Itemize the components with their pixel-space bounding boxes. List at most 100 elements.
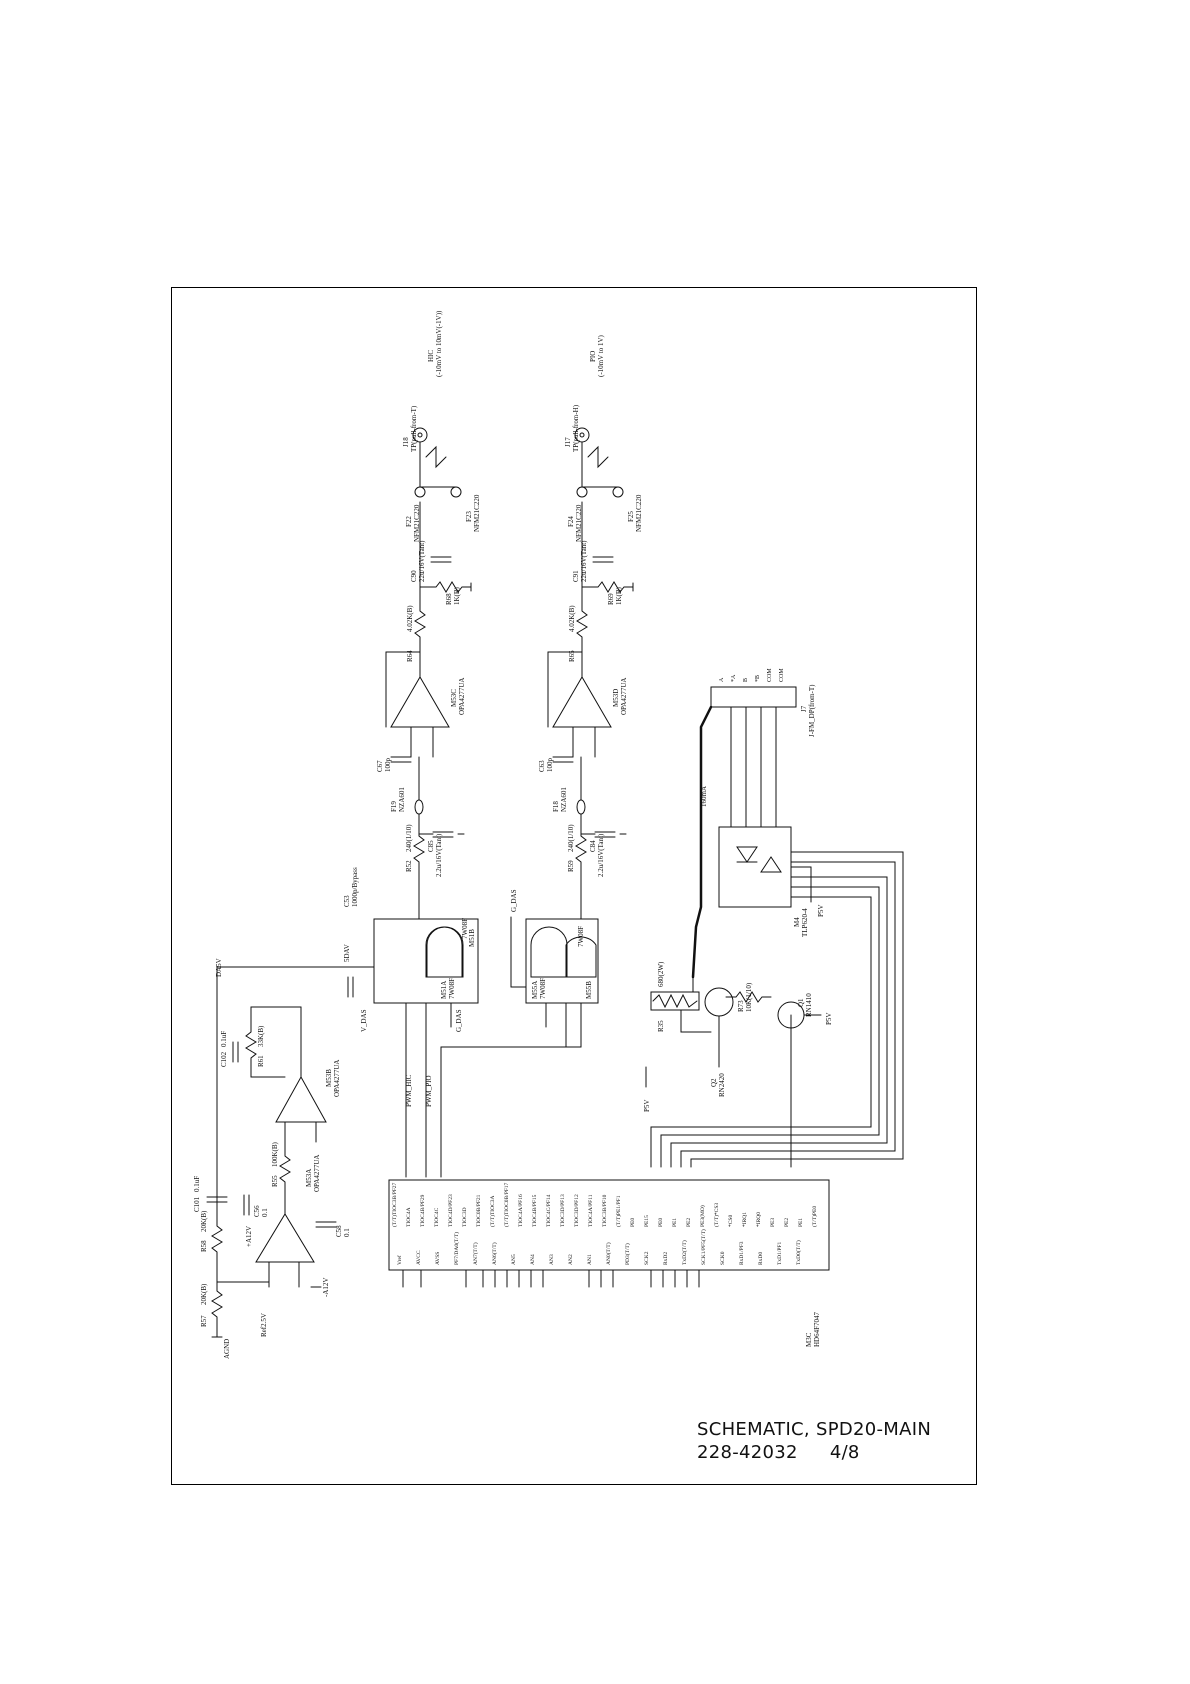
capacitor-c102: [232, 1041, 239, 1063]
c53-ref: C53: [343, 895, 351, 907]
mcu-pin-label: PD3(T/T): [624, 1243, 631, 1265]
capacitor-c67: [390, 756, 412, 763]
net-a12v-p-label: +A12V: [245, 1226, 253, 1247]
mcu-pin-label: TxD1/PF1: [777, 1242, 783, 1265]
net-pwm-pio-label: PWM_PIO: [425, 1075, 433, 1107]
m53c-part: OPA4277UA: [458, 678, 466, 715]
connector-pin-label: *A: [731, 674, 737, 682]
resistor-r65: [576, 586, 588, 658]
f18-val: NZA601: [560, 787, 568, 812]
resistor-r59: [575, 826, 587, 868]
mcu-pin-label: AN2: [568, 1254, 574, 1265]
mcu-pin-label: AN7(T/T): [472, 1242, 479, 1265]
and-gate-m55b: [565, 936, 597, 978]
m55a-ref: M55A: [531, 981, 539, 999]
mcu-pin-label: (T/T)TIOC3A: [489, 1196, 496, 1227]
f23-val: NFM21C220: [473, 494, 481, 532]
f22-val: NFM21C220: [413, 504, 421, 542]
opamp-m53c: [385, 651, 450, 758]
mcu-ref: M3C: [805, 1332, 813, 1347]
opamp-m53d: [547, 651, 612, 758]
mcu-pin-label: (T/T)PE0: [811, 1206, 818, 1227]
c63-ref: C63: [538, 760, 546, 772]
capacitor-c101: [206, 1196, 228, 1203]
capacitor-c84: [580, 831, 616, 838]
opamp-m53a: [255, 1186, 315, 1288]
f19-val: NZA601: [398, 787, 406, 812]
net-gdas2-label: G_DAS: [510, 889, 518, 912]
mcu-pin-label: PF7/DA0(T/T): [453, 1232, 460, 1265]
test-point-j18: [412, 427, 428, 443]
mcu-pin-label: PE3: [770, 1218, 776, 1227]
r55-val: 100K(B): [271, 1141, 279, 1167]
m55b-part: 7W08F: [577, 926, 585, 947]
and-gate-m55a: [530, 926, 568, 978]
connector-pin-label: COM: [767, 668, 773, 682]
r55-ref: R55: [271, 1175, 279, 1187]
m53b-ref: M53B: [325, 1069, 333, 1087]
j17-val: TP(pull-from-H): [572, 404, 580, 452]
net-p5v-c-label: P5V: [817, 905, 825, 917]
mcu-pin-label: TIOC4D/PF23: [448, 1194, 454, 1227]
c67-val: 100p: [384, 758, 392, 773]
r52-val: 240(1/10): [405, 824, 413, 852]
schematic-diagram: DA5V 5DAV PWM_HIC PWM_PIO V_DAS G_DAS G_…: [193, 310, 904, 1359]
c67-ref: C67: [376, 760, 384, 772]
f23-ref: F23: [465, 511, 473, 522]
r69-ref: R69: [607, 593, 615, 605]
net-vdas-label: V_DAS: [360, 1009, 368, 1032]
c56-val: 0.1: [261, 1208, 269, 1217]
net-a12v-n-label: -A12V: [322, 1278, 330, 1297]
and-gate-m51b: [426, 926, 464, 978]
mcu-pin-label: PE2: [686, 1218, 692, 1227]
r57-ref: R57: [200, 1315, 208, 1327]
mcu-pin-label: SCK0: [720, 1251, 726, 1265]
c102-val: 0.1uF: [220, 1031, 228, 1047]
filter-f22: [414, 486, 462, 498]
optocoupler-m4: [718, 826, 792, 908]
c91-val: 22u/16V(Tant): [580, 540, 588, 582]
r58-val: 20K(B): [200, 1210, 208, 1232]
r58-ref: R58: [200, 1240, 208, 1252]
c85-val: 2.2u/16V(Tant): [435, 833, 443, 877]
m53b-part: OPA4277UA: [333, 1060, 341, 1097]
mcu-pin-label: TIOC3D: [462, 1207, 468, 1227]
mcu-pin-label: (T/T)*CS3: [713, 1203, 720, 1227]
j18-ref: J18: [402, 437, 410, 447]
resistor-r69: [581, 581, 634, 593]
resistor-r57: [211, 1281, 223, 1338]
m51b-ref: M51B: [468, 929, 476, 947]
mcu-pins: [402, 1269, 700, 1288]
mcu-pin-label: PE15: [644, 1215, 650, 1227]
r69-val: 1K(B): [615, 586, 623, 605]
c63-val: 100p: [546, 758, 554, 773]
mcu-pin-label: RxD0: [758, 1252, 764, 1265]
connector-pin-label: *B: [755, 675, 761, 682]
mcu-pin-label: *IRQ0: [756, 1212, 762, 1227]
mcu-pin-label: SCK1/PF5(T/T): [700, 1229, 707, 1265]
mcu-pin-label: TIOC0B/PF21: [476, 1194, 482, 1227]
resistor-r35: [650, 991, 700, 1011]
mcu-pin-label: TIOC4A/PF11: [588, 1194, 594, 1227]
capacitor-c58: [315, 1221, 337, 1228]
resistor-r68: [419, 581, 472, 593]
sheet-number: 4/8: [829, 1442, 860, 1463]
mcu-pin-label: PE0: [658, 1218, 664, 1227]
mcu-pin-label: PE1: [798, 1218, 804, 1227]
r61-ref: R61: [257, 1055, 265, 1067]
out-pio-ref: PIO: [589, 351, 597, 362]
net-dac-label: DA5V: [215, 958, 223, 977]
drawing-number: 228-42032: [697, 1442, 798, 1463]
transistor-q2: [704, 987, 734, 1017]
ic-m55-box: [525, 918, 599, 1004]
mcu-pin-label: TIOC3B/PF10: [602, 1194, 608, 1227]
mcu-pin-label: TIOC4C: [434, 1207, 440, 1227]
r65-ref: R65: [568, 650, 576, 662]
r35-val: 680(2W): [657, 961, 665, 987]
r57-val: 20K(B): [200, 1283, 208, 1305]
resistor-r58: [211, 1211, 223, 1258]
m51a-ref: M51A: [440, 981, 448, 999]
c102-ref: C102: [220, 1051, 228, 1067]
j18-val: TP(pull-from-T): [410, 405, 418, 452]
